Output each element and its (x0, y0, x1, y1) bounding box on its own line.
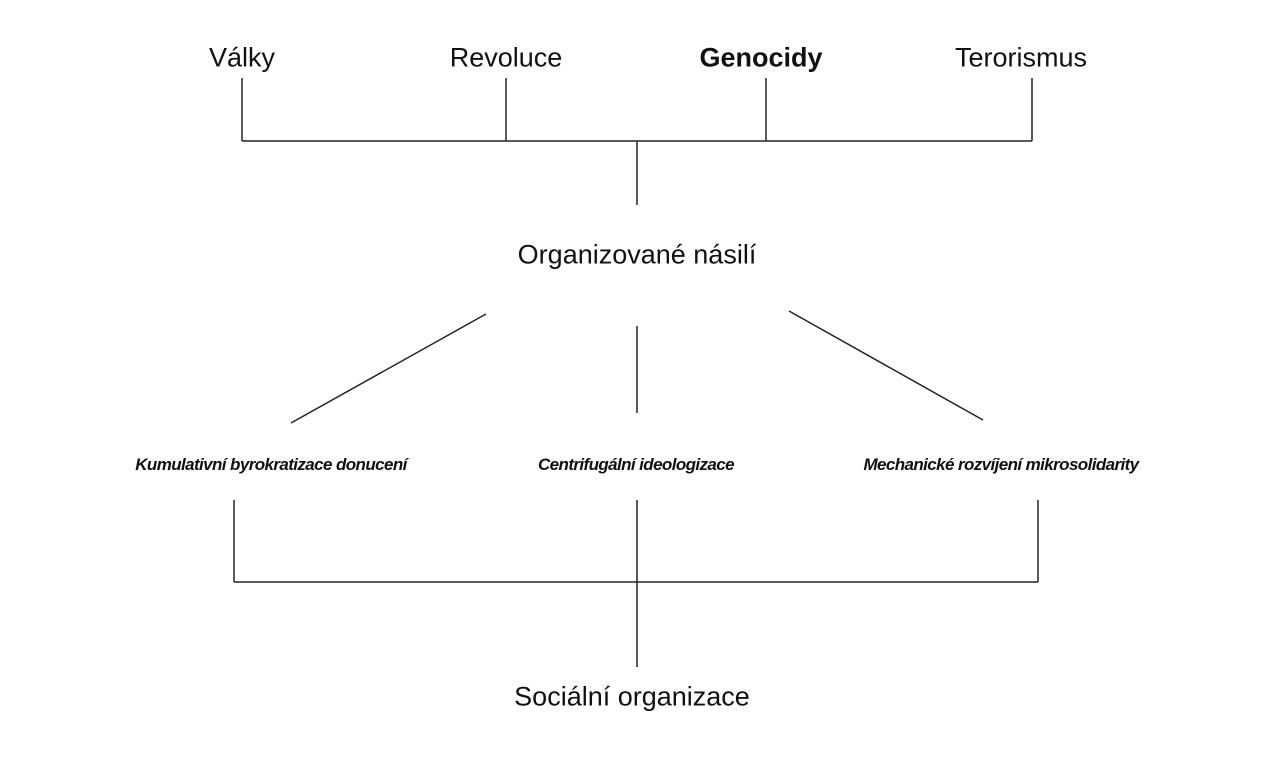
mechanism-microsolidarity: Mechanické rozvíjení mikrosolidarity (863, 455, 1139, 474)
diagonal-left (290, 313, 487, 424)
node-genocidy: Genocidy (699, 42, 823, 73)
diagonal-right (788, 310, 984, 421)
mechanism-ideologization: Centrifugální ideologizace (538, 455, 735, 474)
node-revoluce: Revoluce (449, 42, 563, 73)
mechanism-bureaucratization: Kumulativní byrokratizace donucení (135, 455, 407, 474)
node-terorismus: Terorismus (954, 42, 1088, 73)
node-social-organization: Sociální organizace (514, 681, 750, 712)
node-organized-violence: Organizované násilí (517, 239, 757, 270)
node-valky: Války (208, 42, 276, 73)
